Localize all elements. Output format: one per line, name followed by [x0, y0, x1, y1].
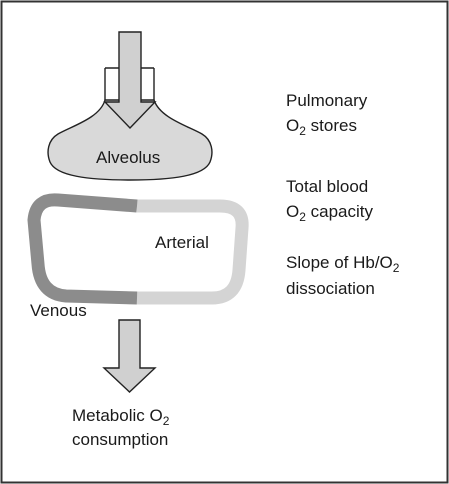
metabolic-label-line2: consumption	[72, 430, 168, 449]
metabolic-label-text: Metabolic O	[72, 406, 163, 425]
blood-capacity-line1: Total blood	[286, 177, 368, 196]
arterial-label: Arterial	[155, 233, 209, 252]
blood-capacity-text: capacity	[306, 202, 374, 221]
inspired-oxygen-arrow	[103, 31, 157, 130]
slope-line2: dissociation	[286, 279, 375, 298]
blood-o-subscript: 2	[299, 210, 306, 224]
metabolic-label-line1: Metabolic O2	[72, 406, 170, 428]
alveolus-label: Alveolus	[96, 148, 160, 167]
venous-label: Venous	[30, 301, 87, 320]
pulmonary-stores-line2: O2 stores	[286, 116, 357, 138]
venous-loop-segment	[27, 193, 138, 305]
pulmonary-o-subscript: 2	[299, 124, 306, 138]
metabolic-consumption-arrow	[102, 319, 157, 393]
slope-text: Slope of Hb/O	[286, 253, 393, 272]
slope-line1: Slope of Hb/O2	[286, 253, 400, 275]
blood-o-text: O	[286, 202, 299, 221]
pulmonary-stores-line1: Pulmonary	[286, 91, 368, 110]
blood-capacity-line2: O2 capacity	[286, 202, 374, 224]
metabolic-label-subscript: 2	[163, 414, 170, 428]
pulmonary-stores-text: stores	[306, 116, 357, 135]
arterial-loop-segment	[137, 199, 249, 305]
alveolus-shape	[47, 99, 213, 181]
slope-subscript: 2	[393, 261, 400, 275]
pulmonary-o-text: O	[286, 116, 299, 135]
